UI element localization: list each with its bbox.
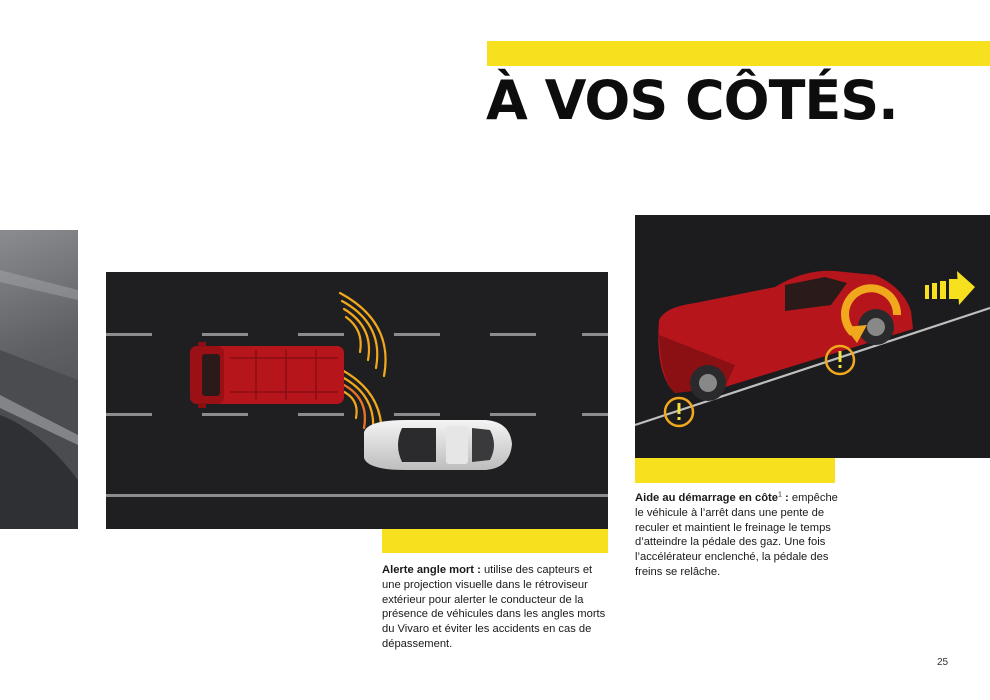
caption-accent-bar — [635, 458, 835, 483]
footnote-marker: 1 — [778, 491, 782, 499]
hill-start-caption: Aide au démarrage en côte1 : empêche le … — [635, 491, 845, 580]
title-accent-bar — [487, 41, 990, 66]
vehicle-photo-cropped — [0, 230, 78, 529]
blind-spot-caption: Alerte angle mort : utilise des capteurs… — [382, 563, 612, 652]
page-number: 25 — [937, 657, 949, 668]
feature-title: Alerte angle mort : — [382, 564, 481, 576]
feature-description: empêche le véhicule à l’arrêt dans une p… — [635, 492, 838, 578]
blind-spot-alert-illustration — [106, 272, 608, 529]
hill-start-assist-illustration — [635, 215, 990, 458]
feature-description: utilise des capteurs et une projection v… — [382, 564, 606, 650]
feature-title: Aide au démarrage en côte — [635, 492, 779, 504]
page-title: À VOS CÔTÉS. — [486, 69, 899, 132]
feature-title-suffix: : — [781, 492, 789, 504]
caption-accent-bar — [382, 529, 608, 553]
